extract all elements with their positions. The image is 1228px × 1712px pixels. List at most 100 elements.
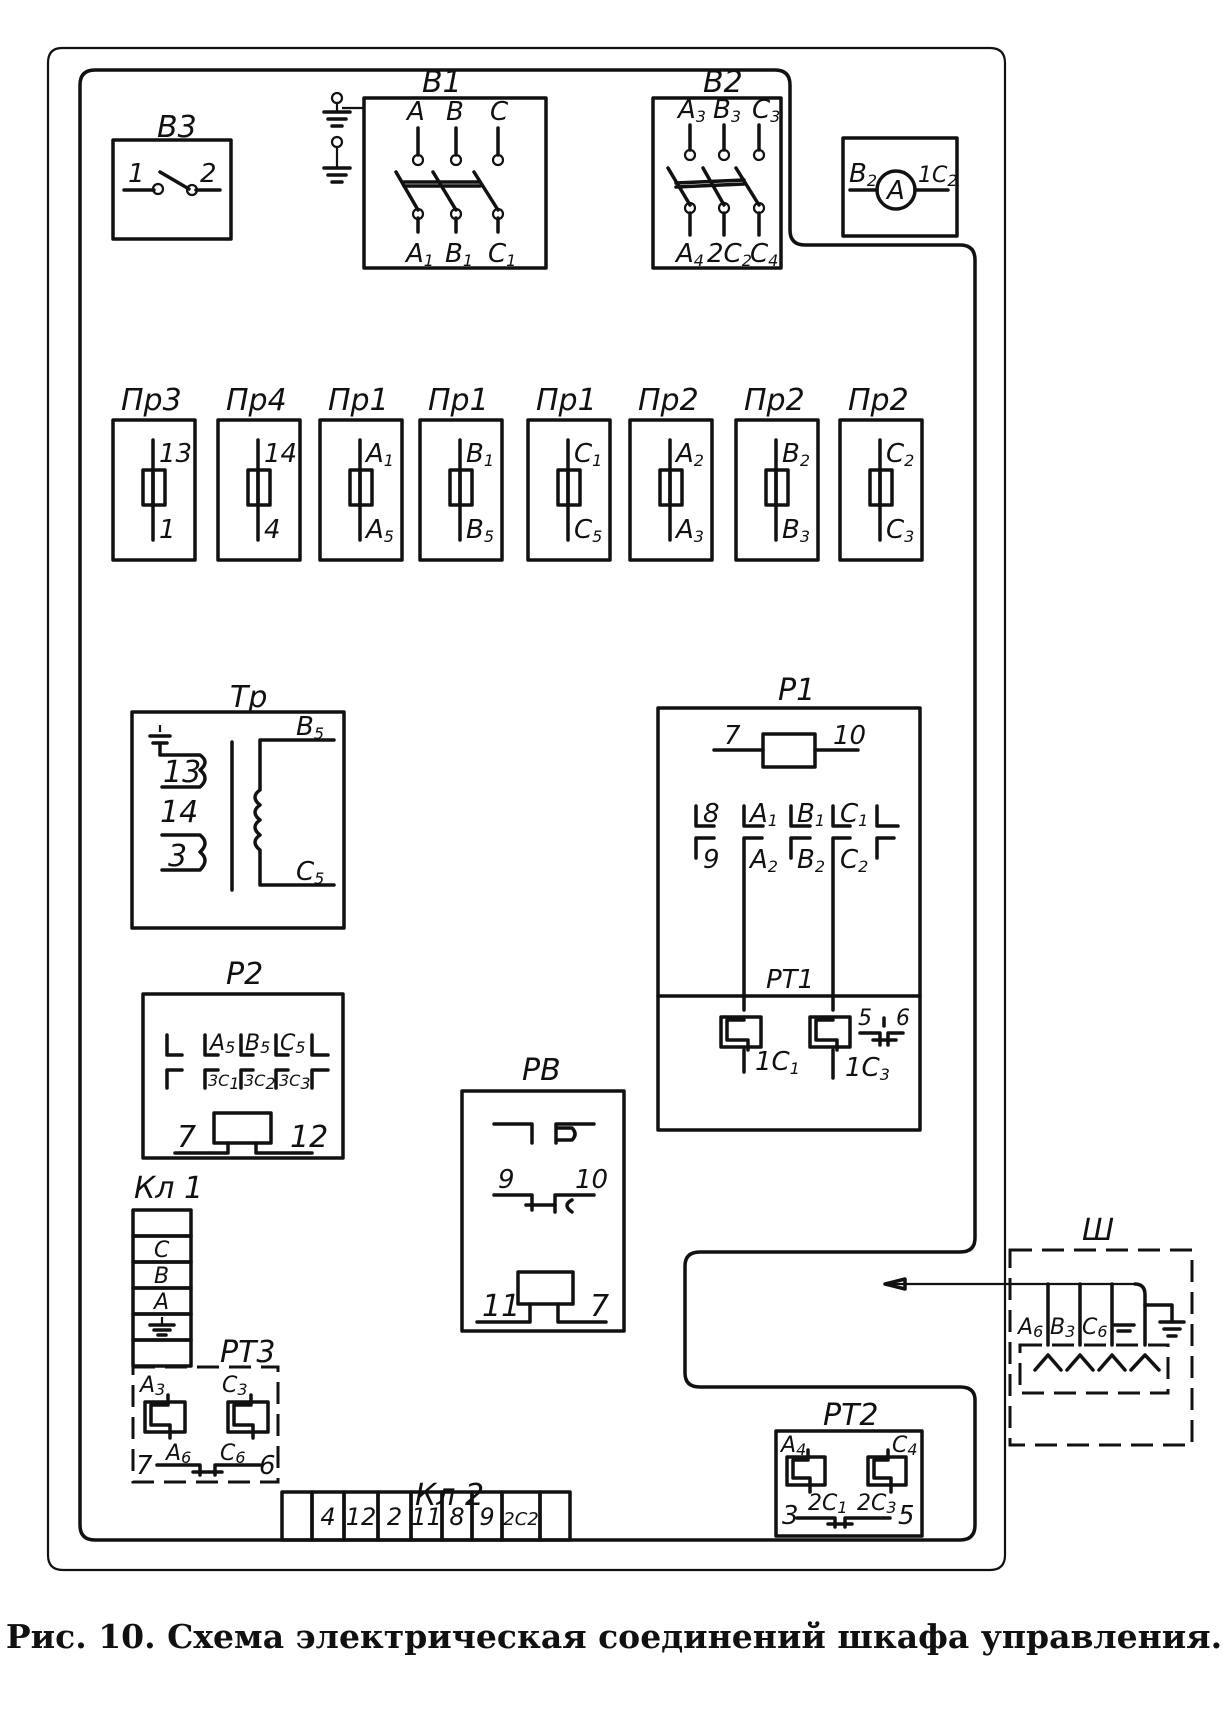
svg-text:C5: C5 [296, 857, 324, 888]
svg-text:C6: C6 [1082, 1315, 1108, 1341]
plug-connector-sh: Ш A6 B3 C6 [883, 1213, 1194, 1447]
svg-text:A5: A5 [208, 1031, 235, 1057]
figure-caption: Рис. 10. Схема электрическая соединений … [6, 1617, 1222, 1656]
v2-title: В2 [703, 65, 743, 100]
kl2-cell-label: 11 [411, 1503, 442, 1531]
fuse-title: Пр2 [638, 383, 699, 418]
svg-text:B3: B3 [713, 95, 741, 126]
contact-icon [858, 1016, 905, 1047]
svg-text:4: 4 [264, 515, 281, 545]
svg-text:C3: C3 [752, 95, 780, 126]
svg-text:C6: C6 [220, 1441, 246, 1467]
rv-title: РВ [522, 1053, 561, 1088]
kl1-cell [131, 1208, 193, 1238]
svg-text:B2: B2 [849, 159, 877, 190]
rt1-contact-6: 6 [896, 1006, 910, 1031]
svg-text:A3: A3 [674, 515, 704, 546]
rv-coil-11: 11 [482, 1289, 520, 1324]
kl1-cell: A [131, 1286, 193, 1316]
fuse-row: Пр3131Пр4144Пр1A1A5Пр1B1B5Пр1C1C5Пр2A2A3… [111, 383, 924, 562]
tr-winding-14: 14 [160, 795, 198, 830]
rv-contact-9: 9 [498, 1165, 515, 1195]
kl1-cell-label: B [154, 1264, 169, 1289]
svg-text:C4: C4 [750, 239, 778, 270]
thermal-relay-rt2: РТ2 A4 C4 3 5 2C1 2C3 [774, 1398, 924, 1538]
sh-title: Ш [1082, 1213, 1114, 1248]
svg-text:B1: B1 [797, 799, 825, 830]
fuse-title: Пр2 [744, 383, 805, 418]
switch-v3: В3 1 2 [111, 110, 233, 241]
svg-text:C1: C1 [488, 239, 516, 270]
v3-terminal-2: 2 [200, 159, 217, 189]
p1-title: Р1 [778, 673, 815, 708]
kl2-cell-label: 9 [479, 1503, 494, 1531]
svg-text:A5: A5 [364, 515, 394, 546]
svg-text:14: 14 [264, 439, 297, 469]
kl2-cell: 2C2 [500, 1490, 542, 1542]
tr-winding-3: 3 [168, 839, 187, 874]
relay-p1: Р1 7 10 8 A1 B1 C1 9 A2 B2 C2 РТ1 1C1 1C… [656, 673, 922, 1132]
svg-text:A2: A2 [748, 845, 778, 876]
p1-coil-10: 10 [833, 721, 866, 751]
svg-text:A1: A1 [404, 239, 434, 270]
wiring-harness [78, 68, 977, 1542]
svg-text:C4: C4 [892, 1433, 918, 1459]
svg-text:2C1: 2C1 [808, 1491, 848, 1517]
ammeter-icon: A [885, 176, 905, 206]
ammeter: A B2 1C2 [841, 136, 959, 238]
kl1-cell: B [131, 1260, 193, 1290]
svg-text:B3: B3 [782, 515, 810, 546]
svg-text:3C3: 3C3 [279, 1071, 311, 1093]
kl2-cell-label: 2 [387, 1503, 402, 1531]
svg-text:A4: A4 [674, 239, 704, 270]
kl2-cell-label: 8 [449, 1503, 464, 1531]
svg-text:9: 9 [703, 845, 720, 875]
kl2-cell [280, 1490, 314, 1542]
kl1-title: Кл 1 [134, 1171, 203, 1206]
svg-text:B5: B5 [245, 1031, 270, 1057]
svg-text:A1: A1 [748, 799, 778, 830]
rt3-terminal-6: 6 [259, 1451, 276, 1481]
svg-text:C1: C1 [574, 439, 602, 470]
tr-title: Тр [230, 680, 267, 715]
svg-text:C3: C3 [222, 1373, 248, 1399]
svg-text:1C2: 1C2 [918, 163, 958, 190]
rt2-terminal-5: 5 [898, 1501, 915, 1531]
transformer-tr: Тр 13 14 3 B5 C5 [130, 680, 346, 930]
svg-text:B2: B2 [797, 845, 825, 876]
ground-icon [322, 91, 364, 184]
thermal-relay-rt3: РТ3 A3 C3 7 6 A6 C6 [131, 1335, 280, 1484]
svg-text:2C2: 2C2 [707, 239, 752, 270]
svg-text:A6: A6 [1016, 1315, 1043, 1341]
svg-text:B1: B1 [466, 439, 494, 470]
rt1-title: РТ1 [766, 965, 814, 995]
p1-coil-7: 7 [724, 721, 741, 751]
svg-text:A6: A6 [164, 1441, 191, 1467]
svg-text:2C3: 2C3 [857, 1491, 897, 1517]
svg-text:C2: C2 [886, 439, 914, 470]
svg-text:B3: B3 [1050, 1315, 1075, 1341]
svg-text:3C2: 3C2 [244, 1071, 276, 1093]
ground-icon [1112, 1320, 1186, 1338]
kl1-cell-label: A [152, 1290, 169, 1315]
kl1-cell [131, 1338, 193, 1368]
svg-text:A3: A3 [138, 1373, 165, 1399]
rt3-terminal-7: 7 [136, 1451, 153, 1481]
rv-coil-7: 7 [590, 1289, 609, 1324]
switch-v2: В2 A3 B3 C3 A4 2C2 C4 [651, 65, 783, 270]
svg-text:1C1: 1C1 [755, 1047, 800, 1078]
svg-text:8: 8 [703, 799, 720, 829]
time-relay-rv: РВ 9 10 11 7 [460, 1053, 626, 1333]
svg-text:A4: A4 [779, 1433, 806, 1459]
relay-p2: Р2 A5 B5 C5 3C1 3C2 3C3 7 12 [141, 957, 345, 1160]
svg-text:C3: C3 [886, 515, 914, 546]
p2-coil-12: 12 [290, 1120, 328, 1155]
rt3-title: РТ3 [220, 1335, 276, 1370]
